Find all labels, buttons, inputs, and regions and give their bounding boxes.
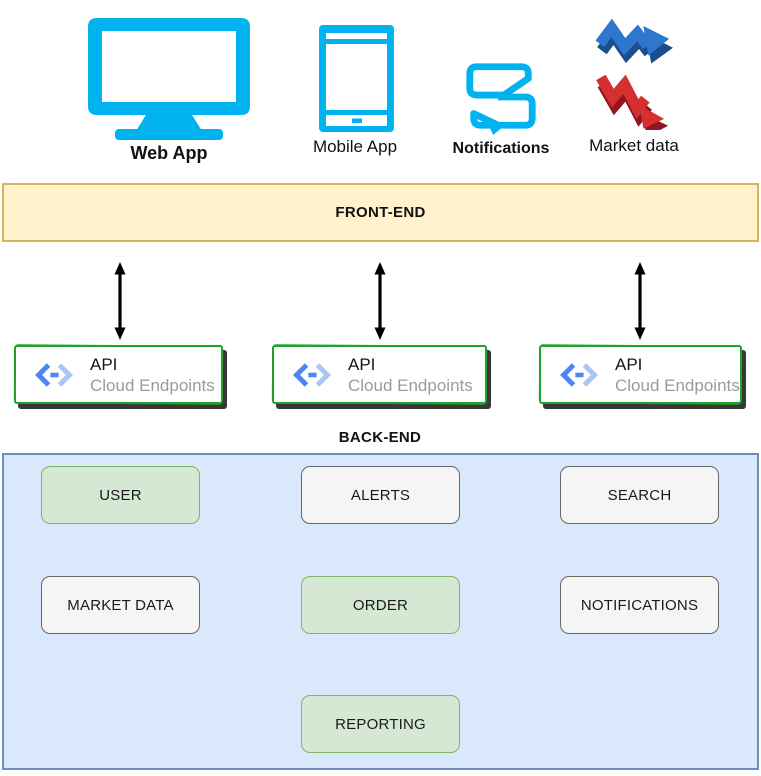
smartphone-icon: [319, 25, 394, 137]
notifications-label: Notifications: [452, 140, 550, 157]
api-subtitle: Cloud Endpoints: [90, 375, 215, 395]
cloud-endpoints-icon: [560, 362, 598, 387]
web-app-label: Web App: [130, 143, 208, 163]
service-box-reporting: REPORTING: [301, 695, 460, 753]
backend-label: BACK-END: [338, 429, 422, 446]
mobile-app-label: Mobile App: [308, 137, 402, 157]
service-box-notifications: NOTIFICATIONS: [560, 576, 719, 634]
api-endpoints-box-3: API Cloud Endpoints: [539, 345, 742, 404]
double-arrow-left: [114, 262, 126, 340]
double-arrow-right: [634, 262, 646, 340]
api-endpoints-box-2: API Cloud Endpoints: [272, 345, 487, 404]
double-arrow-middle: [374, 262, 386, 340]
service-box-search: SEARCH: [560, 466, 719, 524]
service-box-market-data: MARKET DATA: [41, 576, 200, 634]
cloud-endpoints-icon: [35, 362, 73, 387]
api-title: API: [615, 354, 643, 374]
api-title: API: [348, 354, 376, 374]
service-box-alerts: ALERTS: [301, 466, 460, 524]
api-endpoints-box-1: API Cloud Endpoints: [14, 345, 223, 404]
cloud-endpoints-icon: [293, 362, 331, 387]
blue-zigzag-arrow: [595, 18, 674, 64]
service-box-order: ORDER: [301, 576, 460, 634]
api-subtitle: Cloud Endpoints: [615, 375, 740, 395]
api-subtitle: Cloud Endpoints: [348, 375, 473, 395]
market-arrows-icon: [592, 6, 676, 137]
chat-bubbles-icon: [462, 56, 540, 141]
api-title: API: [90, 354, 118, 374]
frontend-banner: FRONT-END: [2, 183, 759, 242]
service-box-user: USER: [41, 466, 200, 524]
monitor-icon: [88, 18, 250, 147]
market-data-label: Market data: [585, 136, 683, 156]
red-zigzag-arrow: [596, 74, 669, 137]
frontend-banner-label: FRONT-END: [335, 204, 426, 221]
